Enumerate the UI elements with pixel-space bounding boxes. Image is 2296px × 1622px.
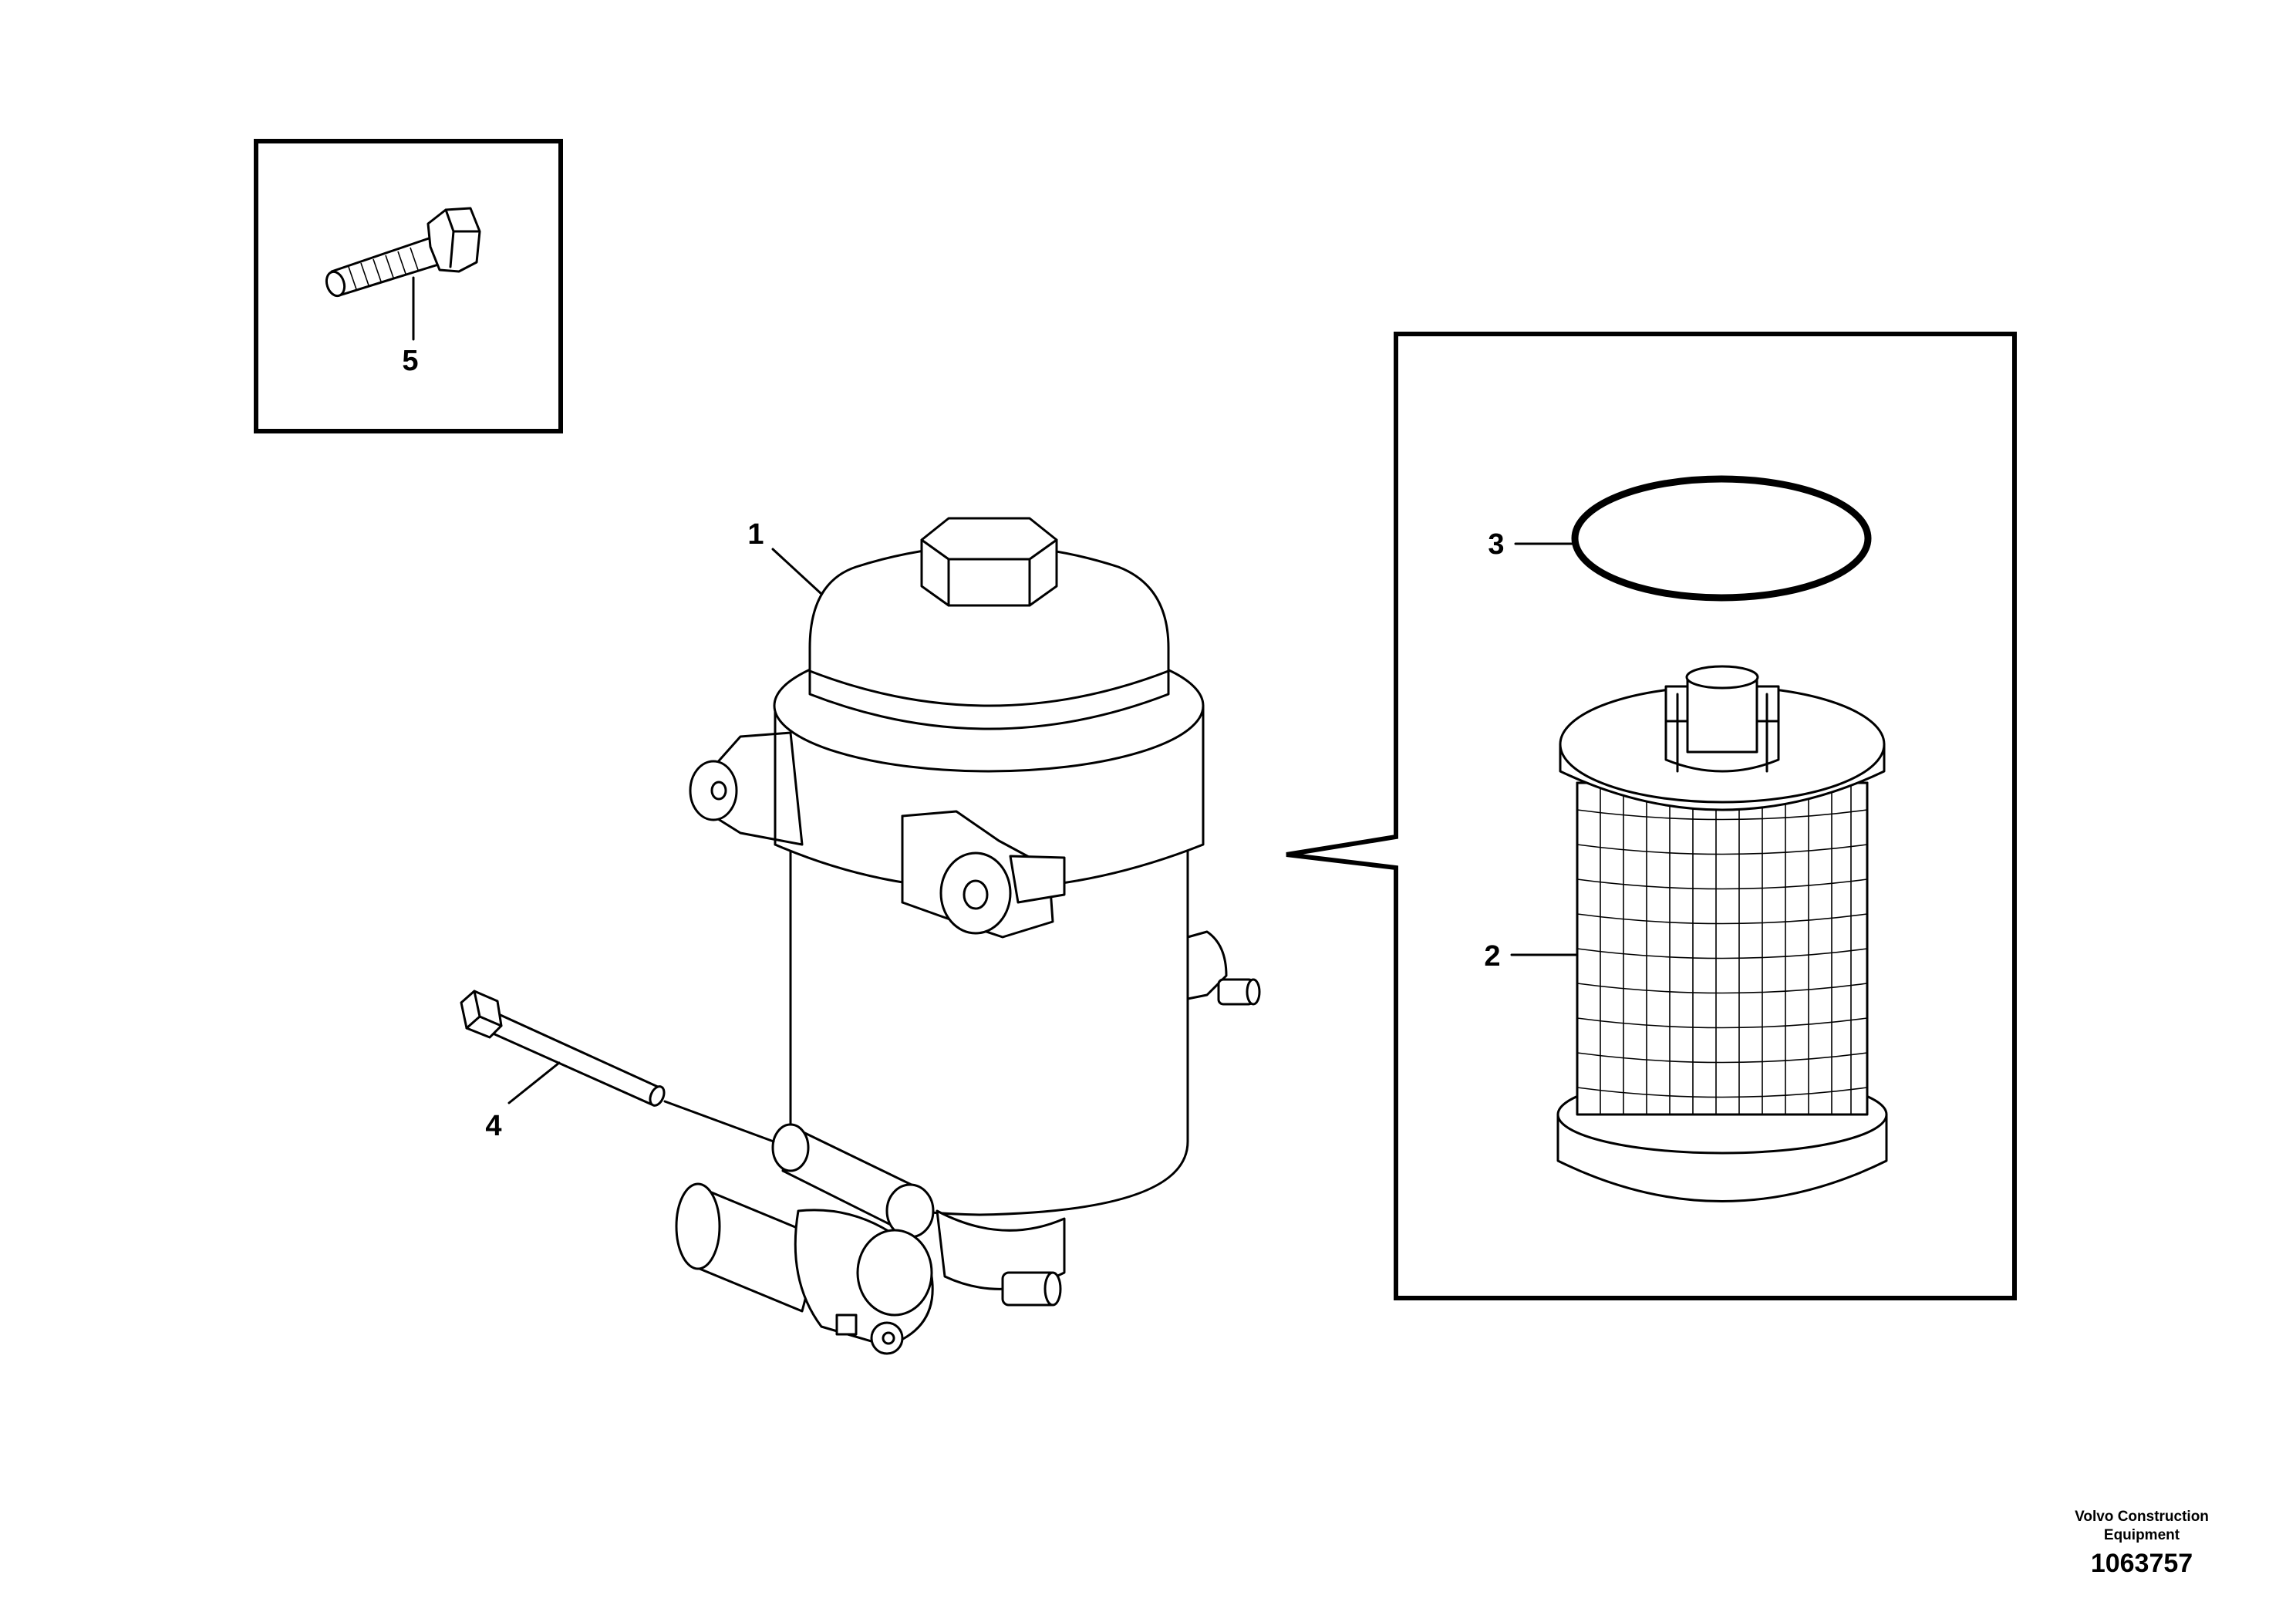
callout-5: 5	[402, 345, 418, 377]
o-ring-part[interactable]	[1571, 475, 1872, 602]
bolt-detail-box: 5	[254, 139, 563, 433]
illustration-number: 1063757	[2090, 1549, 2193, 1578]
bolt-part[interactable]	[324, 207, 481, 298]
manufacturer-credit: Volvo Construction Equipment	[2075, 1509, 2209, 1543]
callout-3: 3	[1488, 528, 1504, 561]
filter-element-part[interactable]	[1556, 665, 1888, 1202]
filter-housing-part[interactable]	[675, 517, 1261, 1355]
callout-1: 1	[747, 518, 764, 551]
callout-4: 4	[485, 1110, 501, 1142]
filter-detail-box: 3 2	[1286, 332, 2017, 1300]
callout-2: 2	[1484, 940, 1500, 973]
long-bolt-part[interactable]	[460, 990, 667, 1108]
